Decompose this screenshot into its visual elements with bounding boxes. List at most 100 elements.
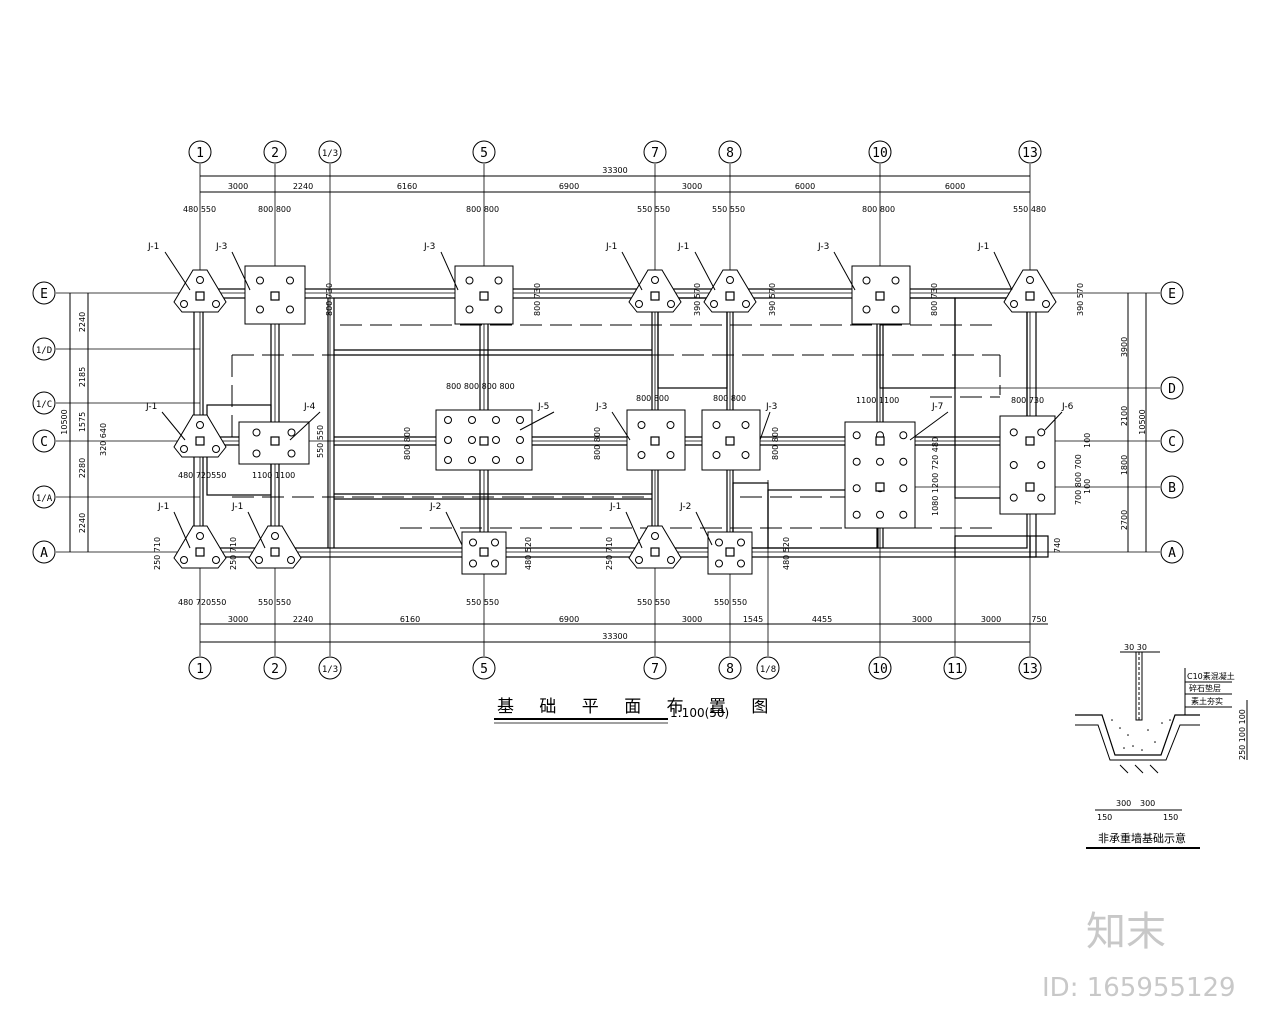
pad-dim-26: 320 640 bbox=[99, 423, 108, 456]
pad-dim-16: 550 550 bbox=[258, 598, 291, 607]
drawing-scale: 1:100(50) bbox=[670, 706, 729, 720]
left-dimension-lines: 10500 2240 2185 1575 2280 2240 bbox=[60, 293, 89, 552]
leader-line bbox=[611, 411, 631, 441]
pad-dim-13: 1100 1100 bbox=[252, 471, 295, 480]
pad-dim-2: 800 800 bbox=[258, 205, 291, 214]
pile-circle bbox=[196, 532, 204, 540]
column-marker bbox=[725, 291, 735, 301]
label-j3-a: J-3 bbox=[215, 242, 227, 252]
axis-top-4: 5 bbox=[480, 146, 488, 161]
pad-dim-37: 480 520 bbox=[524, 537, 533, 570]
pile-circle bbox=[1026, 276, 1034, 284]
axis-bubbles-right: E D C B A bbox=[1160, 281, 1184, 564]
top-span-2: 2240 bbox=[293, 182, 313, 191]
pile-circle bbox=[852, 431, 861, 440]
right-span-1: 3900 bbox=[1120, 337, 1129, 357]
pile-circle bbox=[492, 436, 500, 444]
pad-dim-27: 550 550 bbox=[316, 425, 325, 458]
pile-circle bbox=[468, 456, 476, 464]
pad-dim-28: 800 800 bbox=[403, 427, 412, 460]
pile-circle bbox=[286, 305, 294, 314]
right-span-2: 2100 bbox=[1120, 406, 1129, 426]
top-span-3: 6160 bbox=[397, 182, 417, 191]
leader-line bbox=[625, 511, 643, 549]
pad-dim-25: 390 570 bbox=[1076, 283, 1085, 316]
pad-dim-8: 800 800 800 800 bbox=[446, 382, 515, 391]
pile-circle bbox=[651, 532, 659, 540]
leader-line bbox=[445, 511, 463, 546]
pile-circle bbox=[494, 276, 503, 285]
pile-circle bbox=[737, 559, 745, 568]
pile-circle bbox=[516, 436, 524, 444]
axis-bubbles-top: 1 2 1/3 5 7 8 10 13 bbox=[188, 140, 1042, 164]
pile-circle bbox=[516, 416, 524, 424]
pile-circle bbox=[1010, 300, 1018, 308]
pile-circle bbox=[635, 300, 643, 308]
pile-circle bbox=[180, 556, 188, 564]
column-marker bbox=[1025, 436, 1035, 446]
pad-dim-4: 550 550 bbox=[637, 205, 670, 214]
axis-bottom-7: 1/8 bbox=[760, 665, 776, 675]
label-j3-c: J-3 bbox=[817, 242, 829, 252]
pile-circle bbox=[212, 445, 220, 453]
column-marker bbox=[270, 291, 280, 301]
leader-line bbox=[621, 251, 643, 291]
left-span-3: 1575 bbox=[78, 412, 87, 432]
pile-circle bbox=[256, 305, 264, 314]
pad-dim-36: 250 710 bbox=[605, 537, 614, 570]
pile-circle bbox=[287, 449, 296, 458]
pad-dim-29: 800 800 bbox=[593, 427, 602, 460]
detail-bottom-dim-1: 150 bbox=[1097, 813, 1112, 822]
pad-dim-9: 800 800 bbox=[636, 394, 669, 403]
pile-circle bbox=[899, 431, 908, 440]
pile-circle bbox=[469, 559, 477, 568]
column-marker bbox=[195, 291, 205, 301]
pad-dim-38: 480 520 bbox=[782, 537, 791, 570]
pad-dim-33: 700 800 700 bbox=[1074, 454, 1083, 505]
pile-circle bbox=[516, 456, 524, 464]
label-j2-a: J-2 bbox=[429, 502, 441, 512]
bottom-dimension-lines: 3000 2240 6160 6900 3000 1545 4455 3000 … bbox=[200, 615, 1048, 643]
detail-layer-2: 碎石垫层 bbox=[1189, 683, 1221, 693]
detail-top-dims: 30 30 bbox=[1124, 643, 1147, 652]
leader-line bbox=[519, 411, 555, 431]
axis-bottom-1: 1 bbox=[196, 662, 204, 677]
pile-circle bbox=[742, 300, 750, 308]
bottom-span-4: 6900 bbox=[559, 615, 579, 624]
pad-dim-15: 480 720550 bbox=[178, 598, 226, 607]
pile-circle bbox=[492, 456, 500, 464]
drawing-title-block: 基 础 平 面 布 置 图 1:100(50) bbox=[494, 697, 768, 724]
pile-circle bbox=[252, 449, 261, 458]
pile-circle bbox=[637, 421, 646, 429]
pile-circle bbox=[710, 300, 718, 308]
axis-left-5: 1/A bbox=[36, 494, 53, 504]
pad-dim-19: 550 550 bbox=[714, 598, 747, 607]
leader-line bbox=[289, 411, 321, 441]
pile-circle bbox=[465, 305, 474, 314]
pad-dim-3: 800 800 bbox=[466, 205, 499, 214]
top-span-4: 6900 bbox=[559, 182, 579, 191]
leader-line bbox=[231, 251, 251, 291]
axis-bottom-3: 1/3 bbox=[322, 665, 338, 675]
label-j3-e: J-3 bbox=[765, 402, 777, 412]
column-marker bbox=[1025, 482, 1035, 492]
pad-dim-7: 550 480 bbox=[1013, 205, 1046, 214]
pad-dim-18: 550 550 bbox=[637, 598, 670, 607]
axis-bottom-6: 8 bbox=[726, 662, 734, 677]
pile-circle bbox=[465, 276, 474, 285]
pad-dimensions: 480 550 800 800 800 800 550 550 550 550 … bbox=[99, 205, 1092, 607]
axis-top-5: 7 bbox=[651, 146, 659, 161]
pile-circle bbox=[667, 300, 675, 308]
pile-circle bbox=[899, 484, 908, 493]
pad-dim-23: 390 570 bbox=[768, 283, 777, 316]
axis-bottom-2: 2 bbox=[271, 662, 279, 677]
label-j5: J-5 bbox=[537, 402, 549, 412]
right-span-3: 1800 bbox=[1120, 455, 1129, 475]
bottom-span-7: 4455 bbox=[812, 615, 832, 624]
vertical-grid-lines bbox=[199, 164, 1031, 656]
pile-circle bbox=[196, 421, 204, 429]
axis-left-4: C bbox=[40, 435, 48, 450]
label-j1-b: J-1 bbox=[605, 242, 617, 252]
bottom-span-2: 2240 bbox=[293, 615, 313, 624]
